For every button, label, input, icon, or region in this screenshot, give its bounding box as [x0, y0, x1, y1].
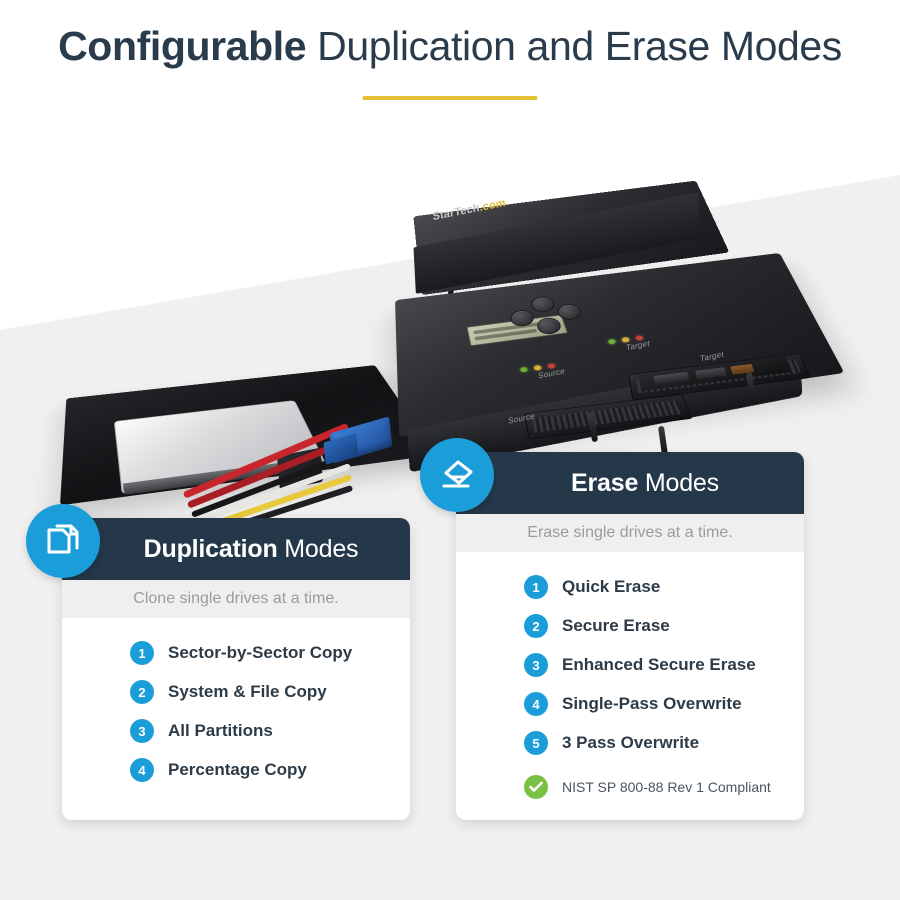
duplication-title-strong: Duplication	[143, 534, 278, 563]
led-amber	[533, 364, 542, 371]
duplication-modes-list: 1 Sector-by-Sector Copy 2 System & File …	[62, 618, 410, 796]
duplication-title-light: Modes	[277, 534, 359, 563]
copy-documents-icon	[26, 504, 100, 578]
list-item: 4 Single-Pass Overwrite	[456, 691, 804, 717]
item-label: Enhanced Secure Erase	[562, 655, 756, 674]
escape-button	[508, 308, 536, 328]
item-number-badge: 2	[130, 680, 154, 704]
page-title-area: Configurable Duplication and Erase Modes	[0, 20, 900, 100]
item-number-badge: 1	[130, 641, 154, 665]
erase-modes-list: 1 Quick Erase 2 Secure Erase 3 Enhanced …	[456, 552, 804, 799]
page-title-strong: Configurable	[58, 23, 307, 69]
erase-card-title: Erase Modes	[541, 469, 719, 498]
erase-title-strong: Erase	[571, 468, 639, 497]
duplication-card-header: Duplication Modes	[62, 518, 410, 580]
led-green	[607, 338, 616, 345]
page-title: Configurable Duplication and Erase Modes	[0, 20, 900, 72]
enter-button	[555, 302, 584, 322]
item-number-badge: 3	[130, 719, 154, 743]
item-number-badge: 5	[524, 731, 548, 755]
erase-card-header: Erase Modes	[456, 452, 804, 514]
check-icon	[524, 775, 548, 799]
list-item: 4 Percentage Copy	[62, 757, 410, 783]
item-label: System & File Copy	[168, 682, 327, 701]
item-label: Sector-by-Sector Copy	[168, 643, 353, 662]
title-accent-rule	[362, 96, 538, 100]
item-label: All Partitions	[168, 721, 273, 740]
list-item: 1 Sector-by-Sector Copy	[62, 640, 410, 666]
erase-card-subtitle-band: Erase single drives at a time.	[456, 514, 804, 552]
page-title-light: Duplication and Erase Modes	[306, 23, 842, 69]
erase-title-light: Modes	[638, 468, 719, 497]
item-label: Secure Erase	[562, 616, 670, 635]
eraser-icon	[420, 438, 494, 512]
up-button	[529, 295, 557, 314]
list-item: 2 Secure Erase	[456, 613, 804, 639]
item-label: Single-Pass Overwrite	[562, 694, 742, 713]
item-number-badge: 4	[130, 758, 154, 782]
list-item: 3 Enhanced Secure Erase	[456, 652, 804, 678]
item-number-badge: 4	[524, 692, 548, 716]
item-label: Quick Erase	[562, 577, 661, 596]
compliance-row: NIST SP 800-88 Rev 1 Compliant	[456, 769, 804, 799]
item-label: 3 Pass Overwrite	[562, 733, 700, 752]
duplication-card-subtitle: Clone single drives at a time.	[133, 590, 339, 607]
item-label: Percentage Copy	[168, 760, 307, 779]
duplication-modes-card: Duplication Modes Clone single drives at…	[26, 504, 410, 820]
m2-chip	[653, 371, 690, 385]
compliance-label: NIST SP 800-88 Rev 1 Compliant	[562, 779, 771, 795]
item-number-badge: 1	[524, 575, 548, 599]
erase-modes-card: Erase Modes Erase single drives at a tim…	[420, 438, 804, 820]
item-number-badge: 3	[524, 653, 548, 677]
erase-card-subtitle: Erase single drives at a time.	[527, 524, 733, 541]
duplication-card-subtitle-band: Clone single drives at a time.	[62, 580, 410, 618]
m2-chip	[695, 367, 727, 380]
list-item: 3 All Partitions	[62, 718, 410, 744]
list-item: 2 System & File Copy	[62, 679, 410, 705]
led-green	[519, 366, 528, 373]
item-number-badge: 2	[524, 614, 548, 638]
list-item: 1 Quick Erase	[456, 574, 804, 600]
duplication-card-title: Duplication Modes	[114, 535, 359, 564]
list-item: 5 3 Pass Overwrite	[456, 730, 804, 756]
